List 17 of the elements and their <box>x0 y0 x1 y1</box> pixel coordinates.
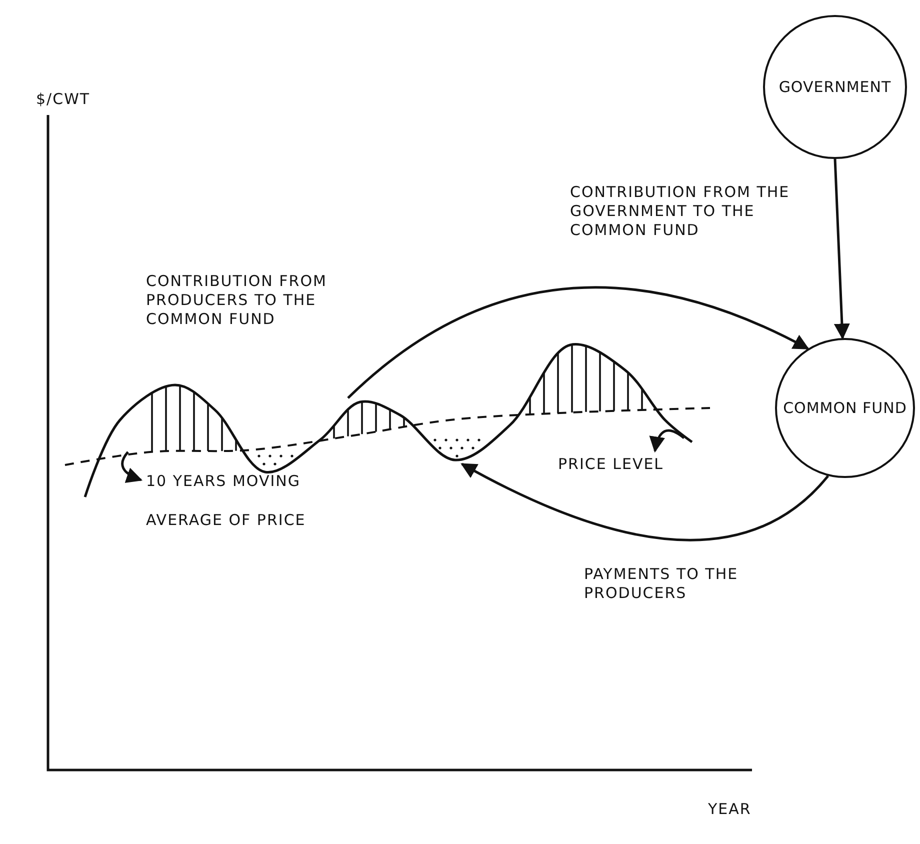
leader-line <box>650 429 685 453</box>
flow-description: CONTRIBUTION FROM PRODUCERS TO THE COMMON FUND <box>146 272 328 328</box>
curve-annotation: PRICE LEVEL <box>558 442 680 474</box>
curve-annotation: 10 YEARS MOVING AVERAGE OF PRICE <box>146 462 326 540</box>
flow-description: CONTRIBUTION FROM THE GOVERNMENT TO THE COMMON FUND <box>570 183 791 240</box>
axis-label: YEAR <box>708 800 752 819</box>
circle-label: COMMON FUND <box>783 398 907 419</box>
arrow <box>834 158 850 340</box>
common-fund-circle <box>775 338 915 478</box>
leader-line <box>121 451 142 482</box>
arrow <box>460 462 829 542</box>
circle-label: GOVERNMENT <box>778 77 892 98</box>
arrow <box>347 286 810 399</box>
axis-label: $/CWT <box>36 90 92 109</box>
government-circle <box>763 15 907 159</box>
flow-description: PAYMENTS TO THE PRODUCERS <box>584 565 740 602</box>
price-curve-drawing <box>84 343 693 498</box>
